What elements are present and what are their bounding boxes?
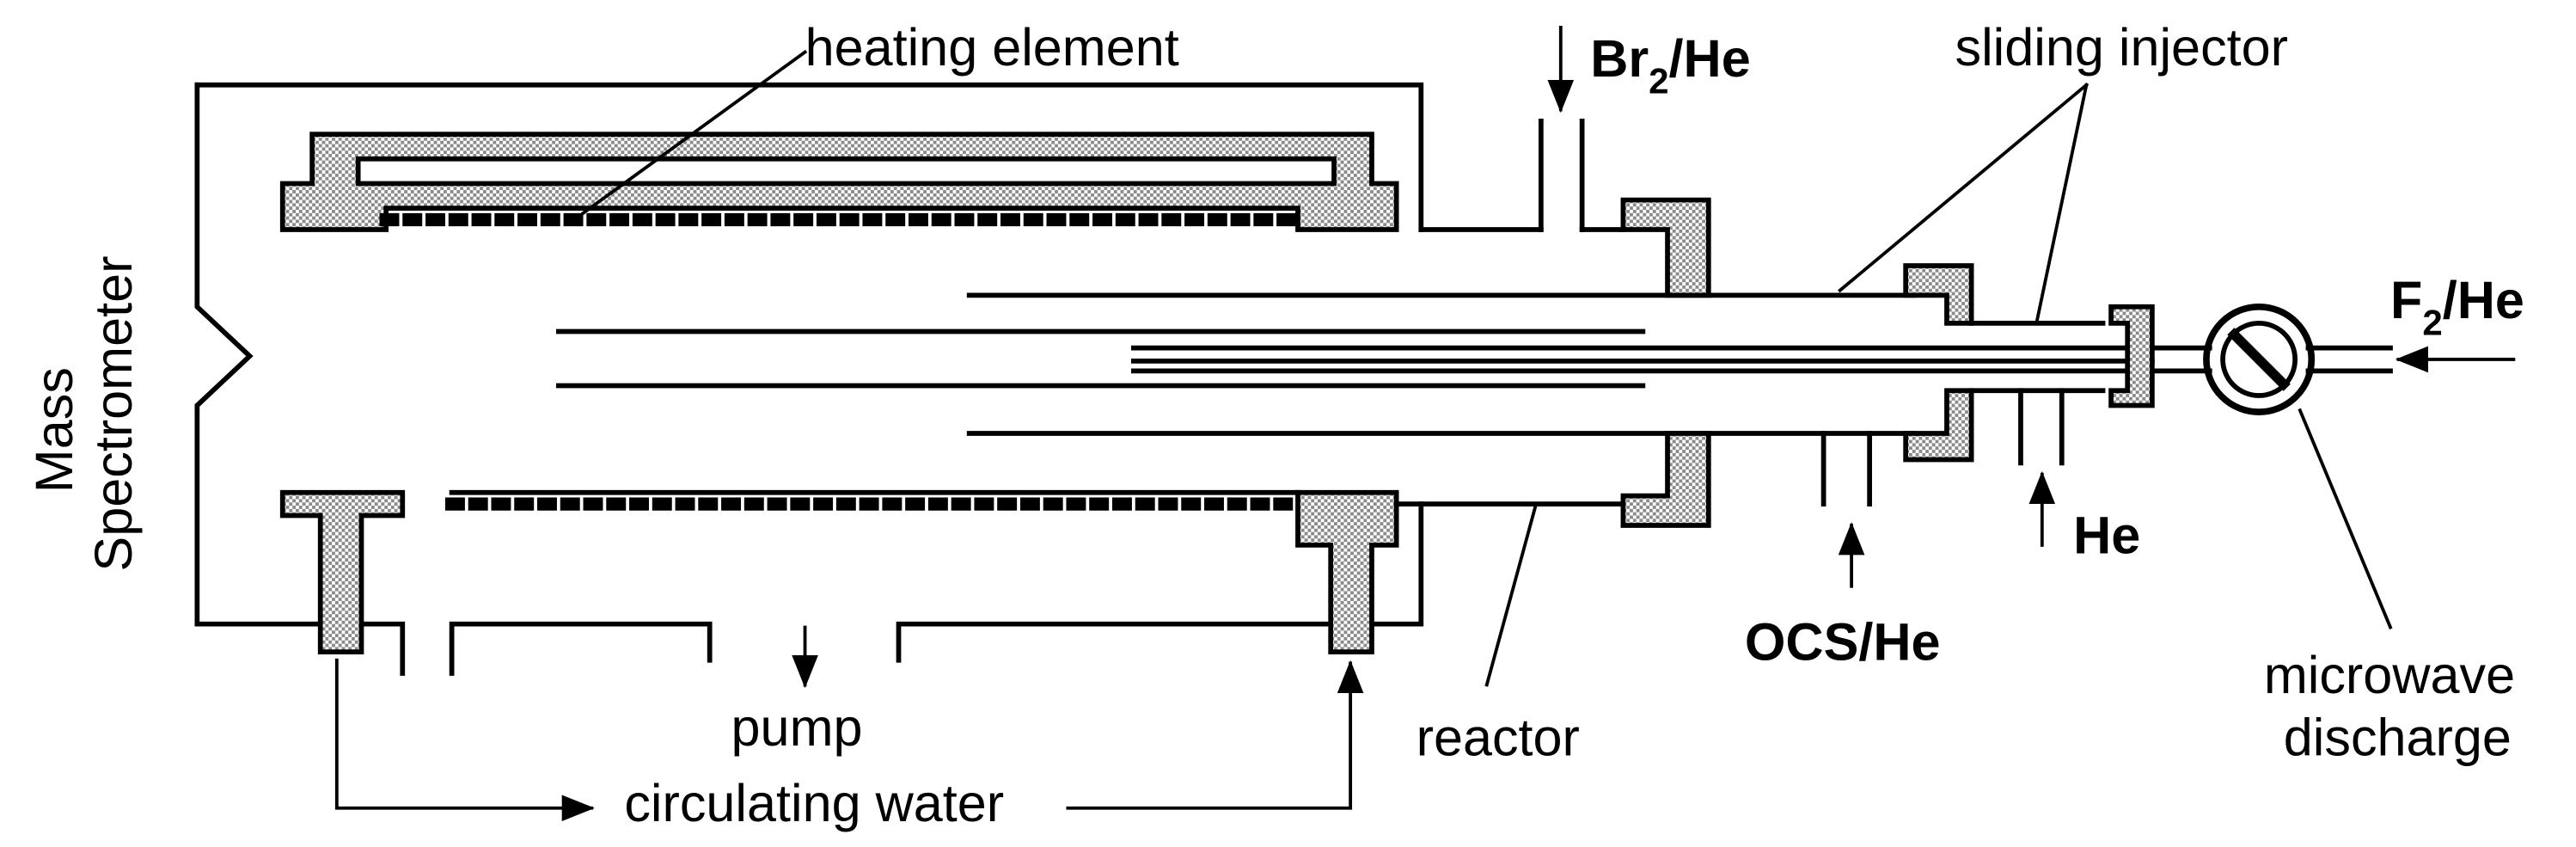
label-microwave: microwave xyxy=(2264,646,2515,704)
flow-arrows xyxy=(334,25,2516,822)
label-spectrometer: Spectrometer xyxy=(84,255,143,571)
lower-heater-block xyxy=(279,489,1399,655)
reactor-tube xyxy=(555,292,2393,507)
label-discharge: discharge xyxy=(2284,709,2512,767)
leader-lines xyxy=(580,49,2393,687)
outer-housing xyxy=(194,82,1626,676)
microwave-discharge-icon xyxy=(2203,303,2316,415)
label-sliding-injector: sliding injector xyxy=(1955,18,2289,77)
label-mass: Mass xyxy=(25,367,83,493)
label-he: He xyxy=(2073,506,2140,564)
label-f2-he: F2/He xyxy=(2390,271,2524,342)
label-heating-element: heating element xyxy=(805,18,1179,77)
label-ocs-he: OCS/He xyxy=(1745,613,1941,672)
label-reactor: reactor xyxy=(1416,709,1580,767)
seal-flanges xyxy=(1620,197,2155,528)
label-circulating-water: circulating water xyxy=(624,774,1004,832)
label-br2-he: Br2/He xyxy=(1590,29,1751,101)
upper-heater-block xyxy=(279,132,1399,232)
label-pump: pump xyxy=(731,698,863,757)
labels: heating element Br2/He sliding injector … xyxy=(25,18,2524,832)
